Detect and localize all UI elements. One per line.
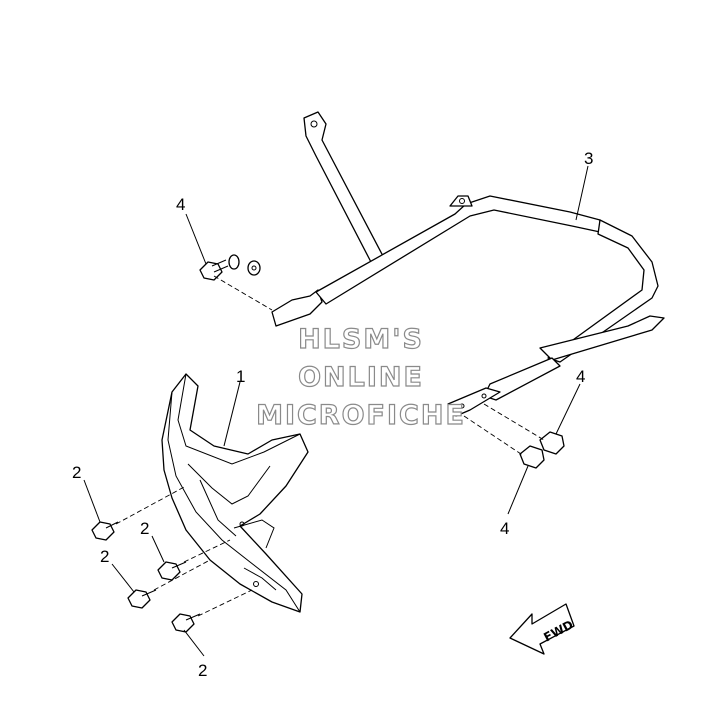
bolt-4-right-upper[interactable]	[539, 431, 565, 455]
bolt-2-upper[interactable]	[91, 521, 119, 541]
callout-1: 1	[236, 367, 245, 386]
guard-bar-part[interactable]	[271, 111, 665, 417]
callout-4-lower: 4	[500, 519, 509, 538]
callout-2-lower-left: 2	[100, 547, 109, 566]
watermark-line-1: HLSM'S	[298, 324, 424, 355]
bolt-4-upper-left[interactable]	[199, 254, 261, 281]
bolt-2-bottom[interactable]	[171, 613, 201, 633]
callout-2-upper: 2	[72, 463, 81, 482]
callout-2-bottom: 2	[198, 661, 207, 680]
callout-3: 3	[584, 149, 593, 168]
fwd-arrow-icon: FWD	[509, 603, 576, 655]
bolt-4-right-lower[interactable]	[519, 445, 545, 469]
callout-4-right: 4	[576, 367, 585, 386]
callout-2-middle: 2	[140, 519, 149, 538]
watermark-line-2: ONLINE	[298, 362, 424, 393]
callout-4-upper-left: 4	[176, 195, 185, 214]
watermark-line-3: MICROFICHE	[256, 400, 466, 431]
bolt-2-middle[interactable]	[157, 561, 187, 581]
bolt-2-lower-left[interactable]	[127, 589, 157, 609]
skid-plate-part[interactable]	[161, 373, 309, 613]
